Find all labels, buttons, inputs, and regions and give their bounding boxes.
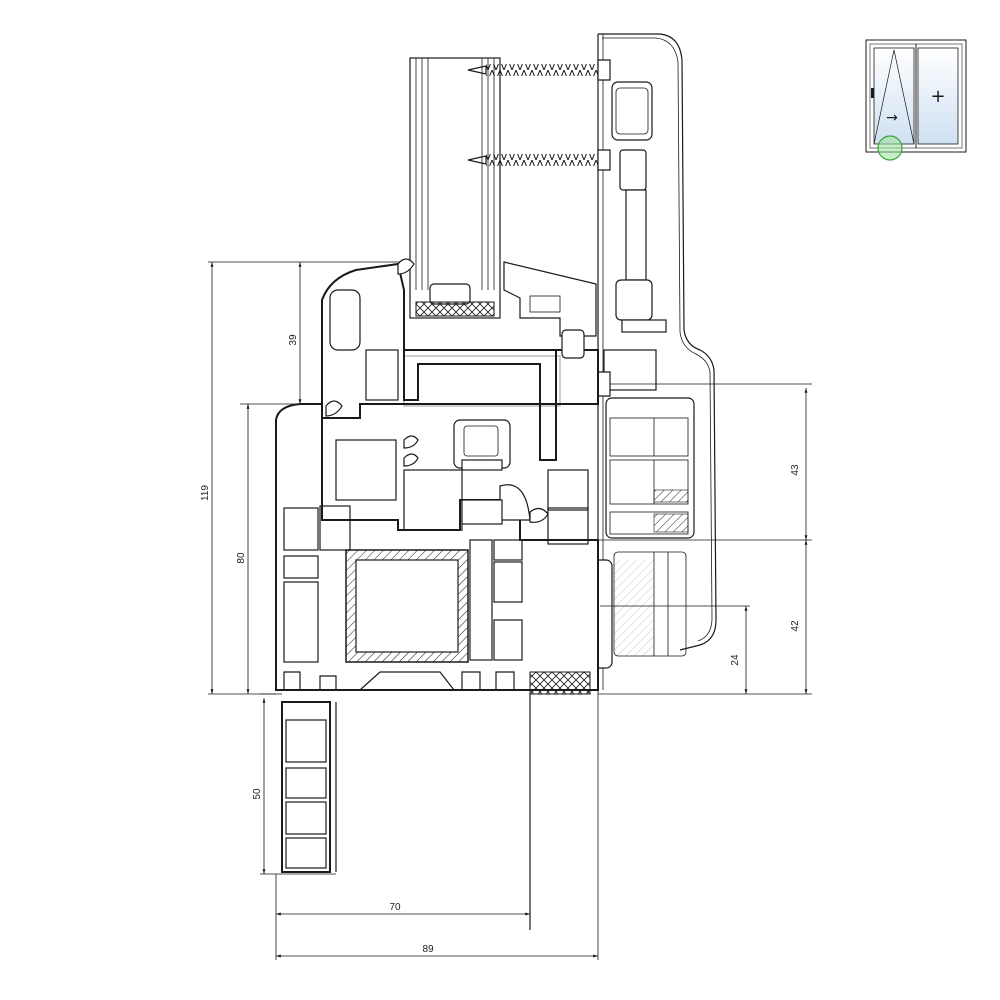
dim-label-24: 24 [730,654,741,666]
screw-2 [467,149,611,171]
dim-label-43: 43 [790,464,801,476]
thumbnail-left-pane [873,47,915,145]
sash-profile [321,258,599,461]
dimension-lines [208,261,812,960]
dimension-labels: 119 39 80 50 43 42 24 70 89 [200,334,801,955]
glazing-unit [409,57,501,319]
fixed-pane-plus-icon: + [930,86,945,107]
dim-label-50: 50 [252,788,263,800]
thumbnail-right-pane [917,47,959,145]
window-thumbnail: → + [865,39,967,161]
dim-label-42: 42 [790,620,801,632]
tilt-indicator-lines [873,49,915,145]
screw-1 [467,59,611,81]
dim-label-80: 80 [236,552,247,564]
dim-label-119: 119 [200,485,211,501]
dim-label-89: 89 [422,944,434,955]
section-marker-circle [877,135,903,161]
sill-extension-profile [281,701,337,873]
frame-profile [275,403,599,930]
opening-arrow-icon: → [886,110,898,126]
dim-label-70: 70 [389,902,401,913]
dim-label-39: 39 [288,334,299,346]
